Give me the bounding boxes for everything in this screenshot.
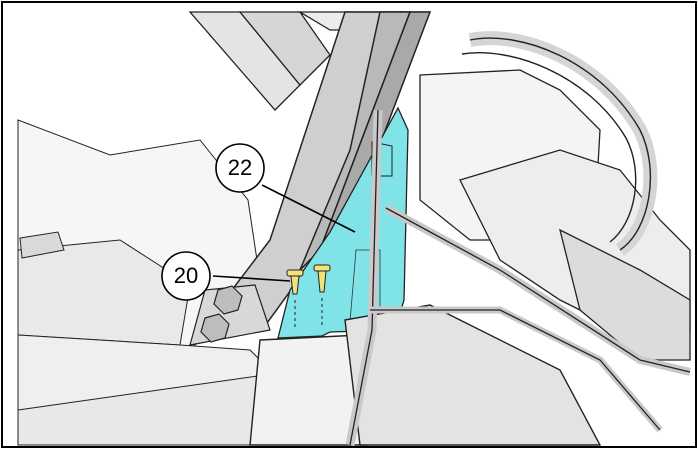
grab-bar-rods	[345, 109, 691, 446]
fastener-left	[286, 269, 304, 330]
right-body-panel	[419, 69, 691, 361]
leader-line-22	[261, 184, 356, 233]
callout-label-22: 22	[228, 155, 252, 180]
leader-lines	[212, 184, 356, 282]
steering-loop	[461, 31, 658, 256]
callout-20: 20	[161, 251, 211, 301]
fastener-pins	[286, 264, 331, 330]
fastener-right	[313, 264, 331, 328]
leader-line-20	[212, 275, 291, 282]
callout-label-20: 20	[174, 263, 198, 288]
tube-base-bolts	[189, 284, 271, 346]
callout-22: 22	[215, 143, 265, 193]
